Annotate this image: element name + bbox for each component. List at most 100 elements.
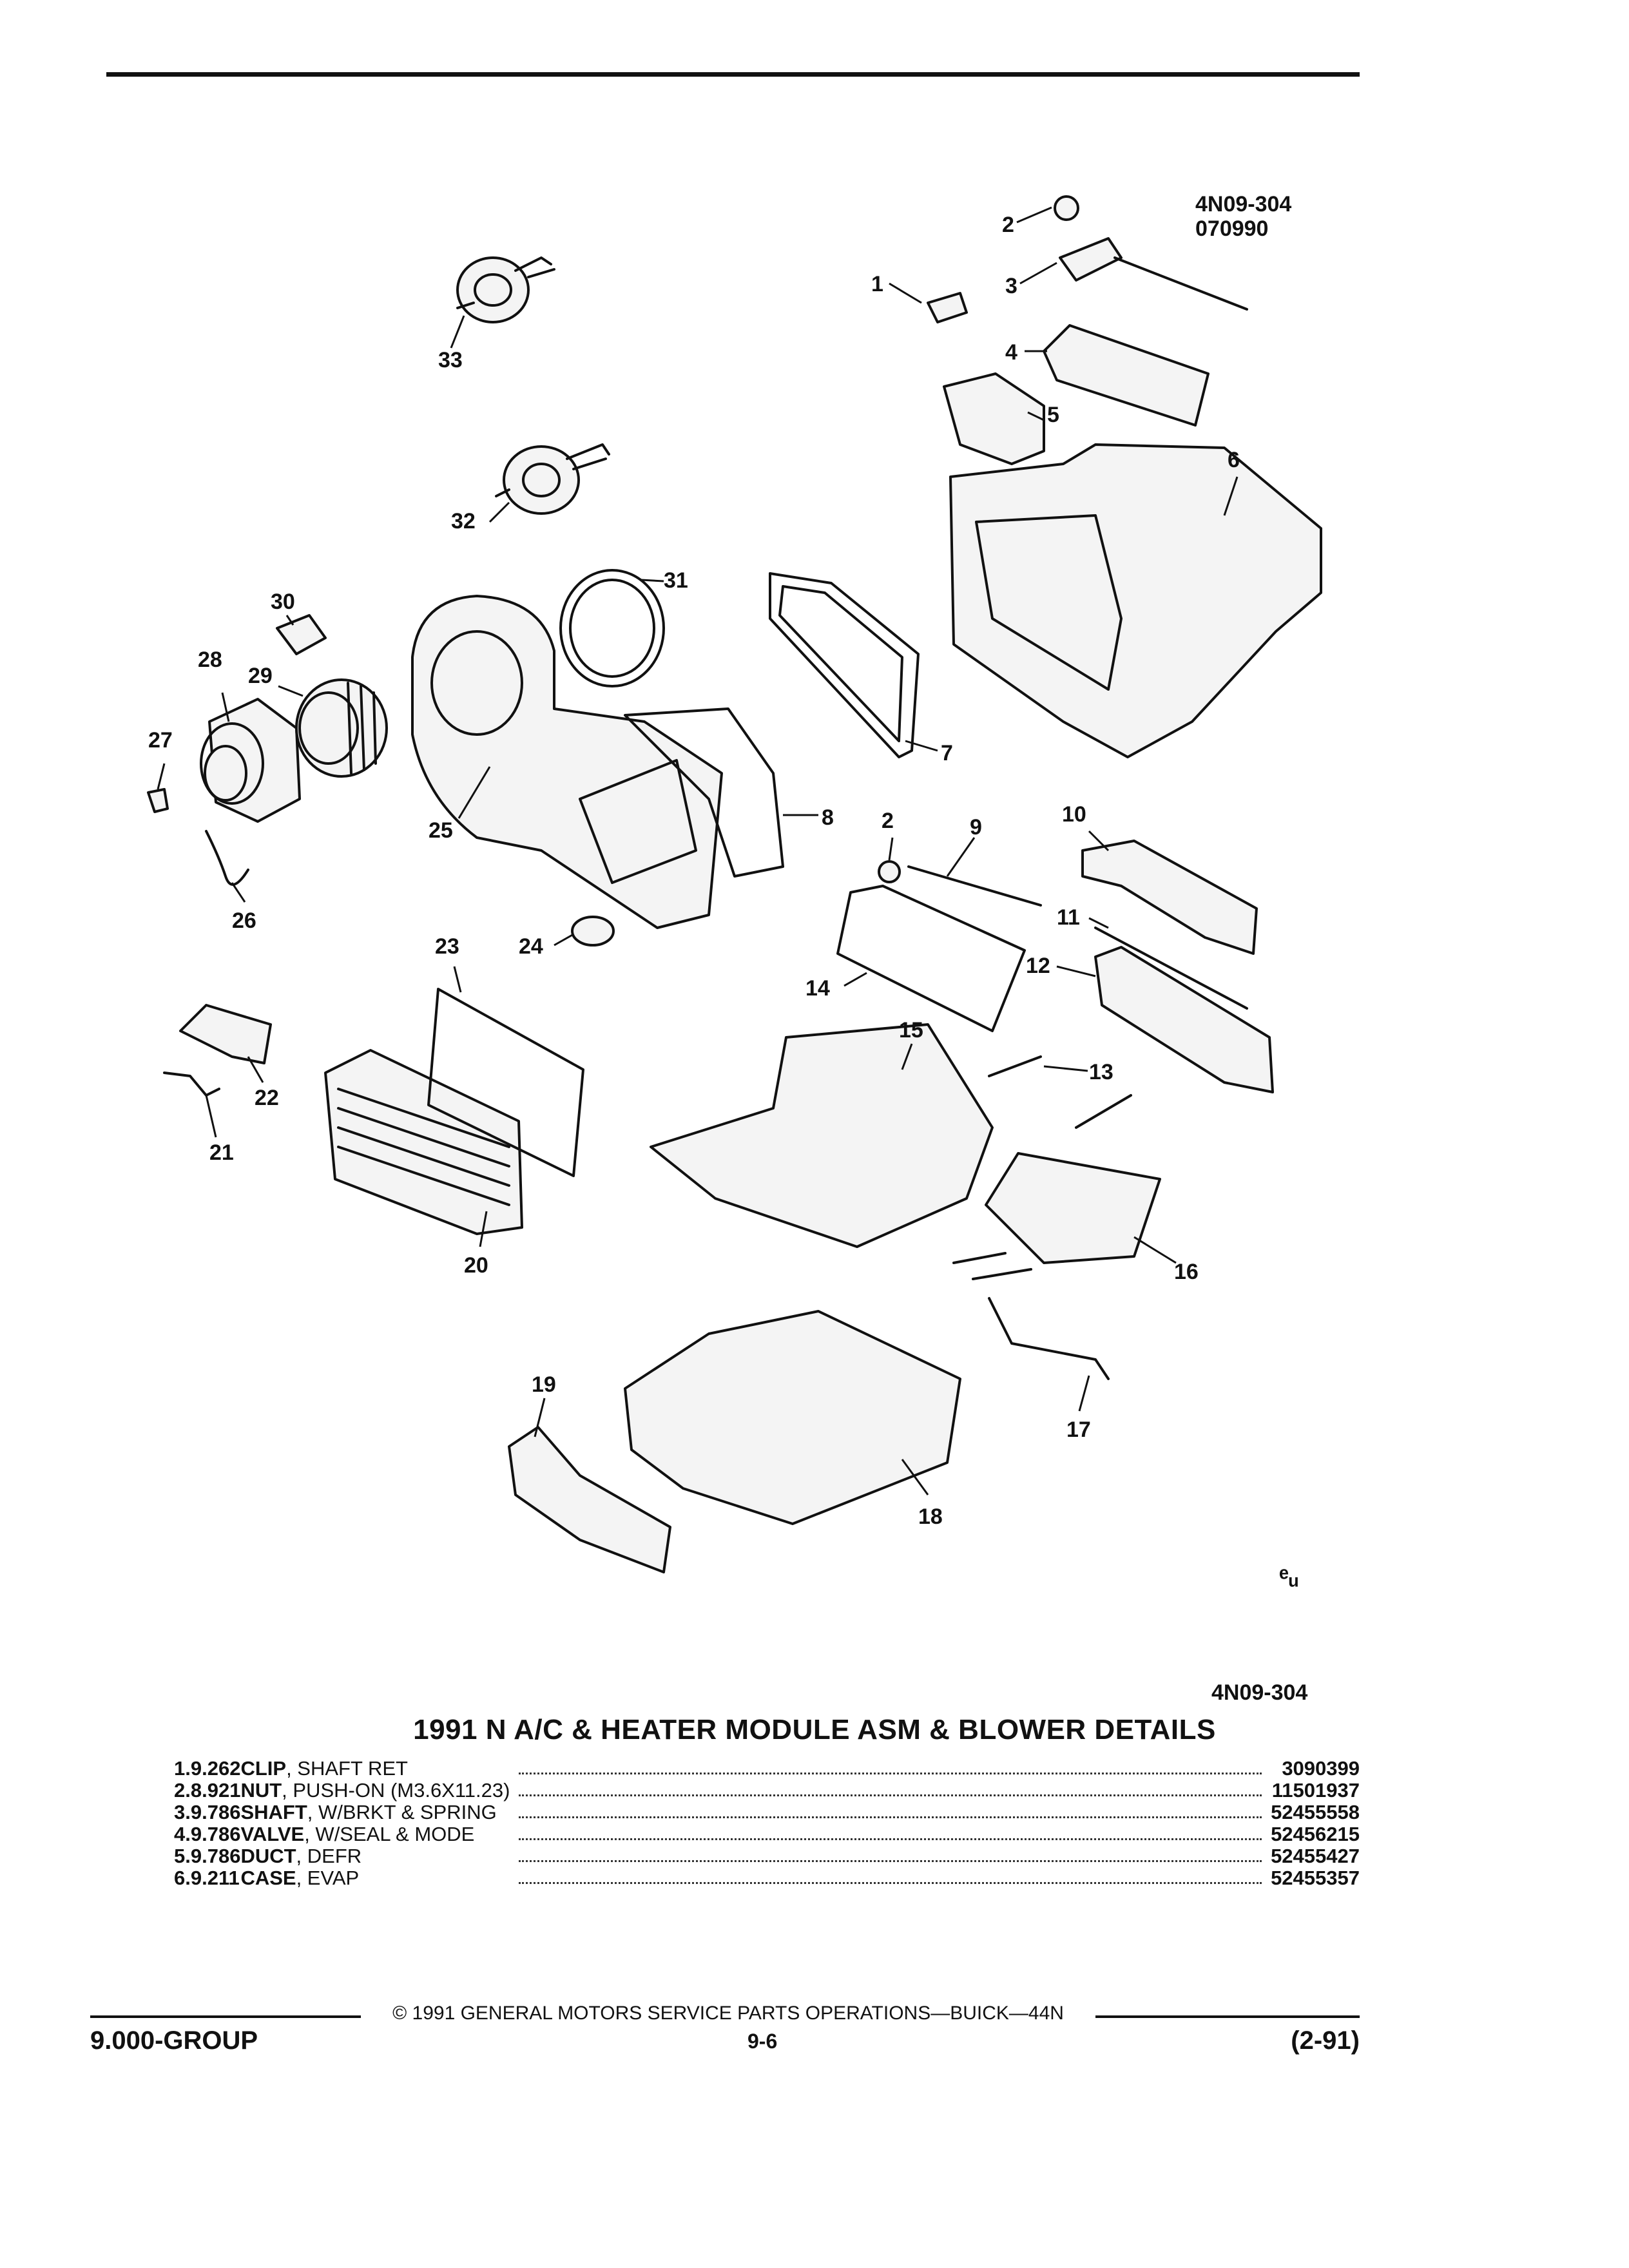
callout-7: 7 xyxy=(941,741,953,765)
callout-22: 22 xyxy=(255,1086,279,1110)
part-8-gasket xyxy=(624,707,784,878)
part-30-resistor xyxy=(276,614,327,655)
callout-18: 18 xyxy=(918,1504,943,1529)
part-2b-nut xyxy=(878,860,901,883)
part-item-number: 6. xyxy=(174,1867,191,1889)
leader-dots xyxy=(510,1867,1271,1889)
part-description: DUCT, DEFR xyxy=(240,1845,510,1867)
part-item-number: 5. xyxy=(174,1845,191,1867)
top-rule xyxy=(106,72,1360,77)
part-19-seal xyxy=(508,1426,671,1573)
part-11-seal xyxy=(1094,927,1248,1010)
part-32-actuator xyxy=(495,443,610,515)
callout-2: 2 xyxy=(1002,213,1014,237)
parts-row: 3. 9.786 SHAFT, W/BRKT & SPRING 52455558 xyxy=(174,1802,1360,1823)
part-group-code: 9.262 xyxy=(190,1757,241,1780)
leader-dots xyxy=(510,1802,1271,1823)
footer-copyright: © 1991 GENERAL MOTORS SERVICE PARTS OPER… xyxy=(361,2003,1095,2024)
part-number: 52455558 xyxy=(1271,1801,1360,1823)
part-detail: , PUSH-ON (M3.6X11.23) xyxy=(282,1779,510,1802)
callout-23: 23 xyxy=(435,934,459,959)
part-23-filter xyxy=(427,988,584,1177)
part-29-blower-wheel xyxy=(295,678,388,778)
part-13-seal-a xyxy=(988,1055,1042,1077)
parts-list: 1. 9.262 CLIP, SHAFT RET 3090399 2. 8.92… xyxy=(174,1758,1360,1889)
part-item-number: 2. xyxy=(174,1779,191,1802)
part-description: VALVE, W/SEAL & MODE xyxy=(240,1823,510,1845)
part-group-code: 9.786 xyxy=(190,1823,241,1845)
part-3-shaft xyxy=(1059,237,1248,311)
callout-17: 17 xyxy=(1066,1418,1091,1442)
callout-25: 25 xyxy=(429,818,453,843)
part-group-code: 9.211 xyxy=(190,1867,240,1889)
callout-labels: 1 2 3 4 5 6 7 8 2 9 10 11 12 13 14 15 16… xyxy=(148,213,1240,1529)
part-item-number: 3. xyxy=(174,1801,191,1823)
callout-6: 6 xyxy=(1228,448,1240,472)
callout-11: 11 xyxy=(1057,905,1080,930)
part-name: NUT xyxy=(240,1779,282,1802)
callout-3: 3 xyxy=(1005,274,1017,298)
part-description: SHAFT, W/BRKT & SPRING xyxy=(240,1802,510,1823)
leader-dots xyxy=(510,1758,1271,1780)
part-detail: , W/SEAL & MODE xyxy=(304,1823,475,1845)
part-21-clip xyxy=(163,1072,220,1097)
part-detail: , DEFR xyxy=(296,1845,362,1867)
part-18-case-lower xyxy=(624,1310,961,1525)
callout-31: 31 xyxy=(664,568,688,593)
part-description: NUT, PUSH-ON (M3.6X11.23) xyxy=(240,1780,510,1802)
part-number: 52455357 xyxy=(1271,1867,1360,1889)
callout-27: 27 xyxy=(148,728,173,753)
part-item-number: 1. xyxy=(174,1757,191,1780)
callout-16: 16 xyxy=(1174,1260,1199,1284)
part-27-clip xyxy=(147,788,169,813)
part-14-door xyxy=(836,885,1026,1032)
part-9-shaft xyxy=(907,865,1042,907)
part-number: 52456215 xyxy=(1271,1823,1360,1845)
parts-row: 5. 9.786 DUCT, DEFR 52455427 xyxy=(174,1845,1360,1867)
part-name: DUCT xyxy=(240,1845,296,1867)
part-number: 3090399 xyxy=(1282,1757,1360,1780)
callout-9: 9 xyxy=(970,815,982,840)
part-group-code: 9.786 xyxy=(190,1845,241,1867)
part-detail: , SHAFT RET xyxy=(286,1757,408,1780)
callout-2b: 2 xyxy=(882,809,894,833)
figure-date-code: 070990 xyxy=(1195,216,1269,241)
part-10-duct xyxy=(1081,840,1258,955)
part-31-seal xyxy=(559,569,665,687)
callout-10: 10 xyxy=(1062,802,1086,827)
parts-row: 1. 9.262 CLIP, SHAFT RET 3090399 xyxy=(174,1758,1360,1780)
leader-lines xyxy=(157,206,1239,1495)
part-22-bracket xyxy=(179,1004,272,1064)
part-17-bracket xyxy=(988,1297,1110,1380)
part-4-valve xyxy=(1043,324,1210,427)
callout-24: 24 xyxy=(519,934,543,959)
part-6-evap-case xyxy=(949,443,1322,758)
parts-row: 2. 8.921 NUT, PUSH-ON (M3.6X11.23) 11501… xyxy=(174,1780,1360,1802)
footer-revision: (2-91) xyxy=(1291,2026,1360,2055)
leader-dots xyxy=(510,1845,1271,1867)
part-name: CASE xyxy=(240,1867,296,1889)
part-15-case-upper xyxy=(650,1023,994,1248)
callout-5: 5 xyxy=(1047,403,1059,427)
part-group-code: 9.786 xyxy=(190,1801,241,1823)
part-2-nut xyxy=(1054,195,1079,221)
callout-1: 1 xyxy=(871,272,883,296)
callout-30: 30 xyxy=(271,590,295,614)
stamp-mark: ᵉᵤ xyxy=(1279,1562,1298,1591)
callout-13: 13 xyxy=(1089,1060,1113,1084)
part-13-seal-b xyxy=(1075,1094,1132,1129)
part-16-heater-core xyxy=(952,1152,1161,1280)
callout-14: 14 xyxy=(805,976,830,1001)
footer-group: 9.000-GROUP xyxy=(90,2026,258,2055)
part-number: 11501937 xyxy=(1271,1779,1360,1802)
callout-19: 19 xyxy=(532,1372,556,1397)
part-33-actuator xyxy=(456,256,555,323)
callout-28: 28 xyxy=(198,648,222,672)
part-number: 52455427 xyxy=(1271,1845,1360,1867)
figure-code-bottom: 4N09-304 xyxy=(1211,1680,1308,1705)
leader-dots xyxy=(510,1780,1271,1802)
callout-4: 4 xyxy=(1005,340,1017,365)
callout-12: 12 xyxy=(1026,954,1050,978)
part-26-hose xyxy=(205,830,249,886)
leader-dots xyxy=(510,1823,1271,1845)
